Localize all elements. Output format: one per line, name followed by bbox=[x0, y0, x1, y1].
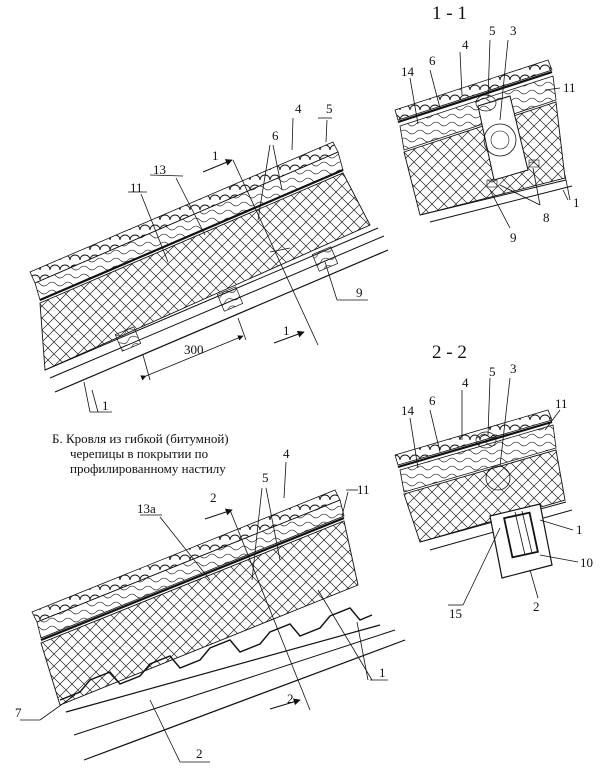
callout-b-1: 1 bbox=[379, 665, 386, 680]
batten-layer-s1 bbox=[399, 75, 557, 151]
callout-a-11: 11 bbox=[130, 180, 143, 195]
callout-b-5: 5 bbox=[262, 470, 269, 485]
roof-assembly-a bbox=[29, 117, 389, 413]
callout-s1-6: 6 bbox=[429, 53, 436, 68]
callout-b-11: 11 bbox=[357, 482, 370, 497]
caption-line-3: профилированному настилу bbox=[70, 461, 226, 476]
callout-s2-2: 2 bbox=[533, 599, 540, 614]
callout-s1-14: 14 bbox=[401, 64, 415, 79]
insulation-layer-b bbox=[40, 520, 359, 706]
callout-a-5: 5 bbox=[326, 101, 333, 116]
caption-line-1: Б. Кровля из гибкой (битумной) bbox=[52, 431, 229, 446]
insulation-layer-s2 bbox=[403, 449, 566, 543]
callout-b-4: 4 bbox=[283, 446, 290, 461]
callout-a-13: 13 bbox=[153, 162, 166, 177]
callout-a-9: 9 bbox=[356, 285, 363, 300]
callout-s1-3: 3 bbox=[510, 23, 517, 38]
callout-s1-5: 5 bbox=[489, 23, 496, 38]
callout-b-2b: 2 bbox=[287, 691, 294, 706]
callout-s2-3: 3 bbox=[510, 361, 517, 376]
batten-layer-s2 bbox=[399, 424, 557, 493]
rafter-s1 bbox=[477, 95, 529, 181]
insulation-layer-a bbox=[39, 172, 371, 371]
shingle-layer-s1 bbox=[394, 59, 553, 121]
callout-a-1b: 1 bbox=[283, 323, 290, 338]
section-2-2 bbox=[394, 377, 579, 606]
callout-s1-9: 9 bbox=[510, 230, 517, 245]
section-title-1-1: 1 - 1 bbox=[432, 3, 467, 24]
dimension-300: 300 bbox=[184, 342, 204, 357]
callout-s2-1: 1 bbox=[576, 522, 583, 537]
callout-a-1c: 1 bbox=[102, 398, 109, 413]
callout-s2-14: 14 bbox=[401, 403, 415, 418]
callout-b-13a: 13а bbox=[137, 501, 156, 516]
callout-a-1: 1 bbox=[212, 148, 219, 163]
callout-b-2: 2 bbox=[210, 490, 217, 505]
section-title-2-2: 2 - 2 bbox=[432, 342, 467, 363]
callout-s1-1: 1 bbox=[573, 195, 580, 210]
callout-s2-10: 10 bbox=[580, 555, 593, 570]
callout-s2-15: 15 bbox=[449, 606, 462, 621]
callout-s1-4: 4 bbox=[462, 37, 469, 52]
callout-b-7: 7 bbox=[15, 705, 22, 720]
profiled-deck-b bbox=[59, 607, 373, 701]
callout-a-4: 4 bbox=[295, 101, 302, 116]
roof-assembly-b bbox=[20, 461, 406, 763]
callout-s2-4: 4 bbox=[462, 375, 469, 390]
callout-s2-11: 11 bbox=[555, 396, 568, 411]
caption-line-2: черепицы в покрытии по bbox=[70, 446, 208, 461]
callout-s2-5: 5 bbox=[489, 364, 496, 379]
section-1-1 bbox=[394, 39, 573, 229]
callout-s2-6: 6 bbox=[429, 393, 436, 408]
batten-layer-b bbox=[36, 499, 345, 639]
callout-b-2c: 2 bbox=[196, 746, 203, 761]
callout-s1-8: 8 bbox=[543, 210, 550, 225]
callout-s1-11: 11 bbox=[563, 80, 576, 95]
callout-a-6: 6 bbox=[272, 128, 279, 143]
